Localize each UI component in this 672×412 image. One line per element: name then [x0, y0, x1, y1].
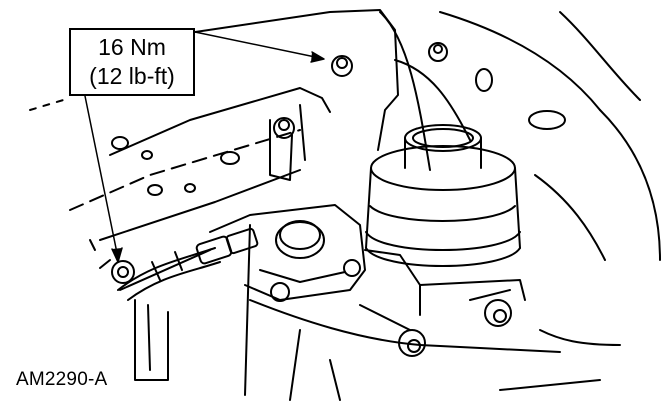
figure-id-label: AM2290-A: [16, 369, 108, 390]
fluid-reservoir: [365, 124, 521, 267]
torque-spec-callout: 16 Nm (12 lb-ft): [69, 28, 195, 96]
bracket-bolts: [269, 42, 448, 181]
valve-housing: [209, 204, 526, 316]
brake-line: [117, 227, 259, 301]
torque-imperial-label: (12 lb-ft): [89, 63, 175, 89]
torque-metric-label: 16 Nm: [98, 34, 166, 60]
panel-holes: [111, 68, 566, 196]
lower-bolts: [359, 289, 512, 357]
callout-leader-lines: [84, 31, 325, 263]
tube-fitting-nut: [89, 239, 135, 284]
